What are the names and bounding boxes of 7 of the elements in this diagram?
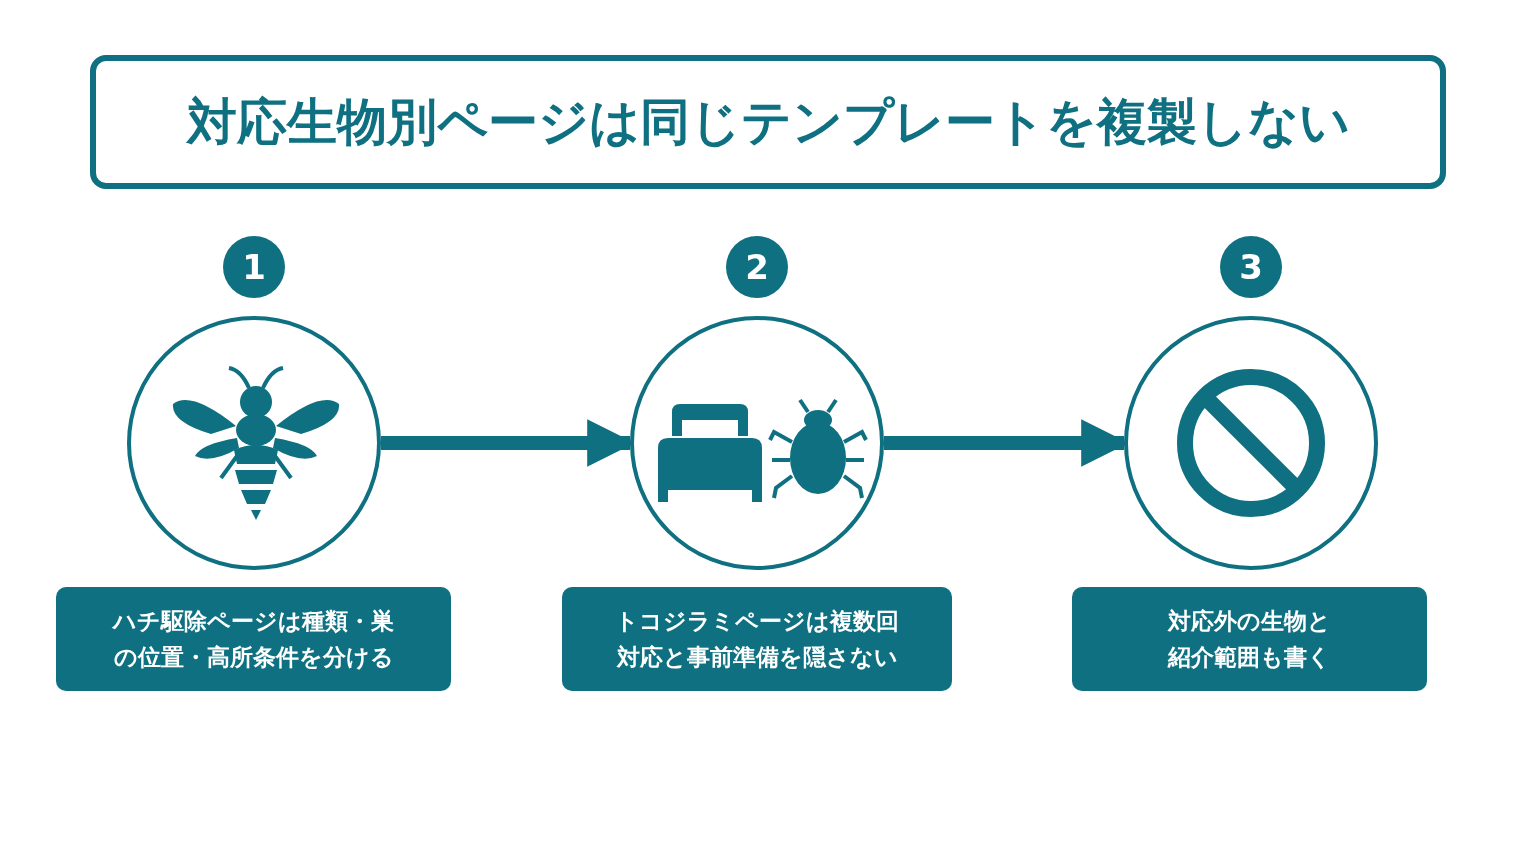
text-box: 対応外の生物と紹介範囲も書く	[1072, 587, 1427, 691]
step-number: 2	[726, 236, 788, 298]
title-banner: 対応生物別ページは同じテンプレートを複製しない	[90, 55, 1446, 189]
text-box: トコジラミページは複数回対応と事前準備を隠さない	[562, 587, 952, 691]
text-box: ハチ駆除ページは種類・巣の位置・高所条件を分ける	[56, 587, 451, 691]
step-number: 1	[223, 236, 285, 298]
step-number: 3	[1220, 236, 1282, 298]
